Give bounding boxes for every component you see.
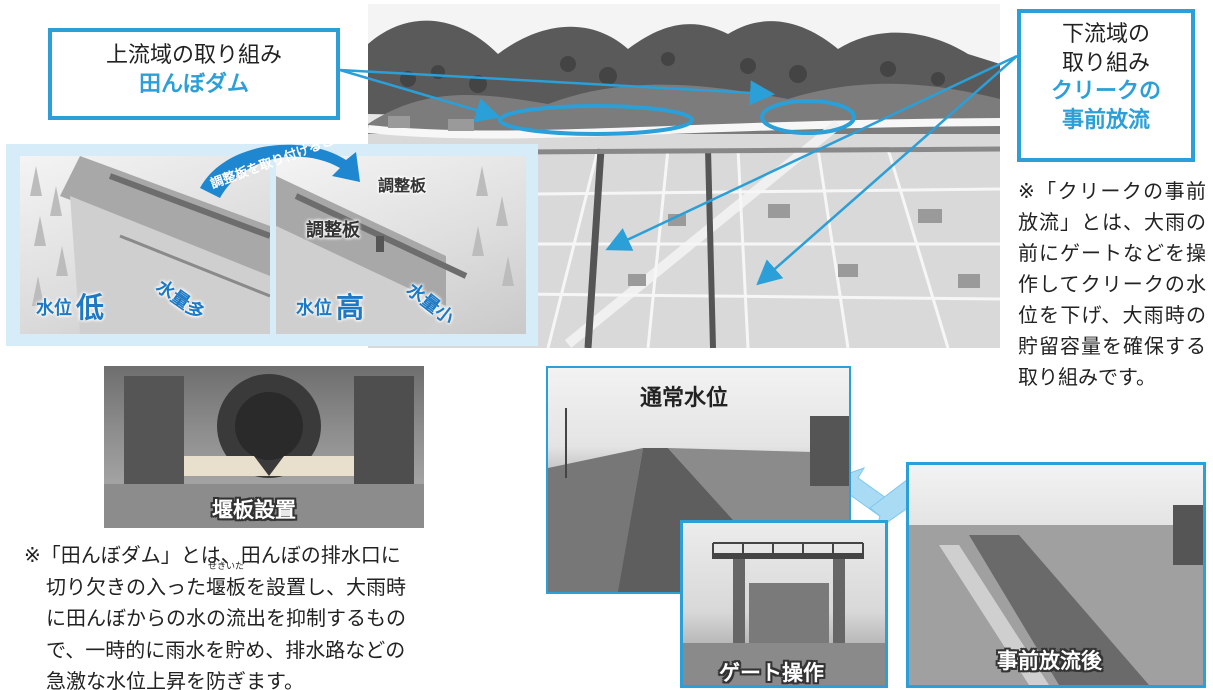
paddy-note-line2: 切り欠きの入ったせきいた堰板を設置し、大雨時: [24, 562, 494, 604]
after-photo-title: 事前放流後: [997, 649, 1102, 673]
paddy-dam-note: ※「田んぼダム」とは、田んぼの排水口に 切り欠きの入ったせきいた堰板を設置し、大…: [24, 540, 494, 690]
paddy-note-line4: で、一時的に雨水を貯め、排水路などの: [46, 637, 406, 662]
after-release-photo: 事前放流後: [906, 462, 1206, 688]
right-water-level-state: 高: [336, 291, 365, 324]
left-water-level-state: 低: [76, 291, 105, 324]
creek-release-note: ※「クリークの事前放流」とは、大雨の前にゲートなどを操作してクリークの水位を下げ…: [1018, 179, 1206, 389]
downstream-highlight2: 事前放流: [1061, 107, 1150, 133]
gate-operation-drawing: [683, 542, 885, 685]
paddy-note-weir-word: せきいた堰板: [206, 562, 246, 604]
board-label-mid: 調整板: [306, 220, 360, 241]
paddy-before-drawing: [30, 156, 270, 334]
weir-board-photo-drawing: [104, 374, 424, 528]
attach-board-arrow: [200, 144, 360, 198]
gate-operation-photo: ゲート操作: [680, 520, 888, 688]
downstream-line1: 下流域の: [1061, 22, 1150, 47]
board-label-top: 調整板: [378, 176, 427, 195]
after-release-drawing: [909, 505, 1203, 685]
downstream-callout: 下流域の 取り組み クリークの 事前放流: [1017, 9, 1195, 162]
paddy-after-panel: [276, 156, 526, 334]
weir-board-photo: 堰板設置: [104, 366, 424, 528]
gate-photo-title: ゲート操作: [719, 661, 824, 685]
paddy-note-line5: 急激な水位上昇を防ぎます。: [46, 669, 304, 690]
upstream-title: 上流域の取り組み: [105, 43, 282, 68]
paddy-note-weir-base: 堰板: [206, 574, 246, 599]
weir-photo-title: 堰板設置: [212, 498, 296, 522]
left-water-level-label: 水位: [36, 298, 72, 319]
paddy-note-line2-post: を設置し、大雨時: [246, 574, 406, 599]
normal-photo-title: 通常水位: [640, 386, 729, 411]
downstream-line2: 取り組み: [1061, 50, 1150, 76]
upstream-callout: 上流域の取り組み 田んぼダム: [48, 28, 340, 120]
paddy-note-weir-ruby: せきいた: [207, 561, 244, 572]
paddy-before-panel: [20, 156, 270, 334]
paddy-dam-diagram: 調整板を取り付けると… 水位 低 水量多 調整板 調整板 水位 高 水量小: [6, 129, 538, 346]
paddy-after-drawing: [276, 166, 514, 334]
paddy-note-line2-pre: 切り欠きの入った: [46, 574, 206, 599]
right-water-level-label: 水位: [296, 298, 332, 319]
upstream-highlight: 田んぼダム: [138, 71, 249, 97]
paddy-note-line3: に田んぼからの水の流出を抑制するもの: [46, 606, 406, 631]
paddy-note-line1: ※「田んぼダム」とは、田んぼの排水口に: [24, 543, 401, 567]
downstream-highlight1: クリークの: [1050, 79, 1161, 105]
